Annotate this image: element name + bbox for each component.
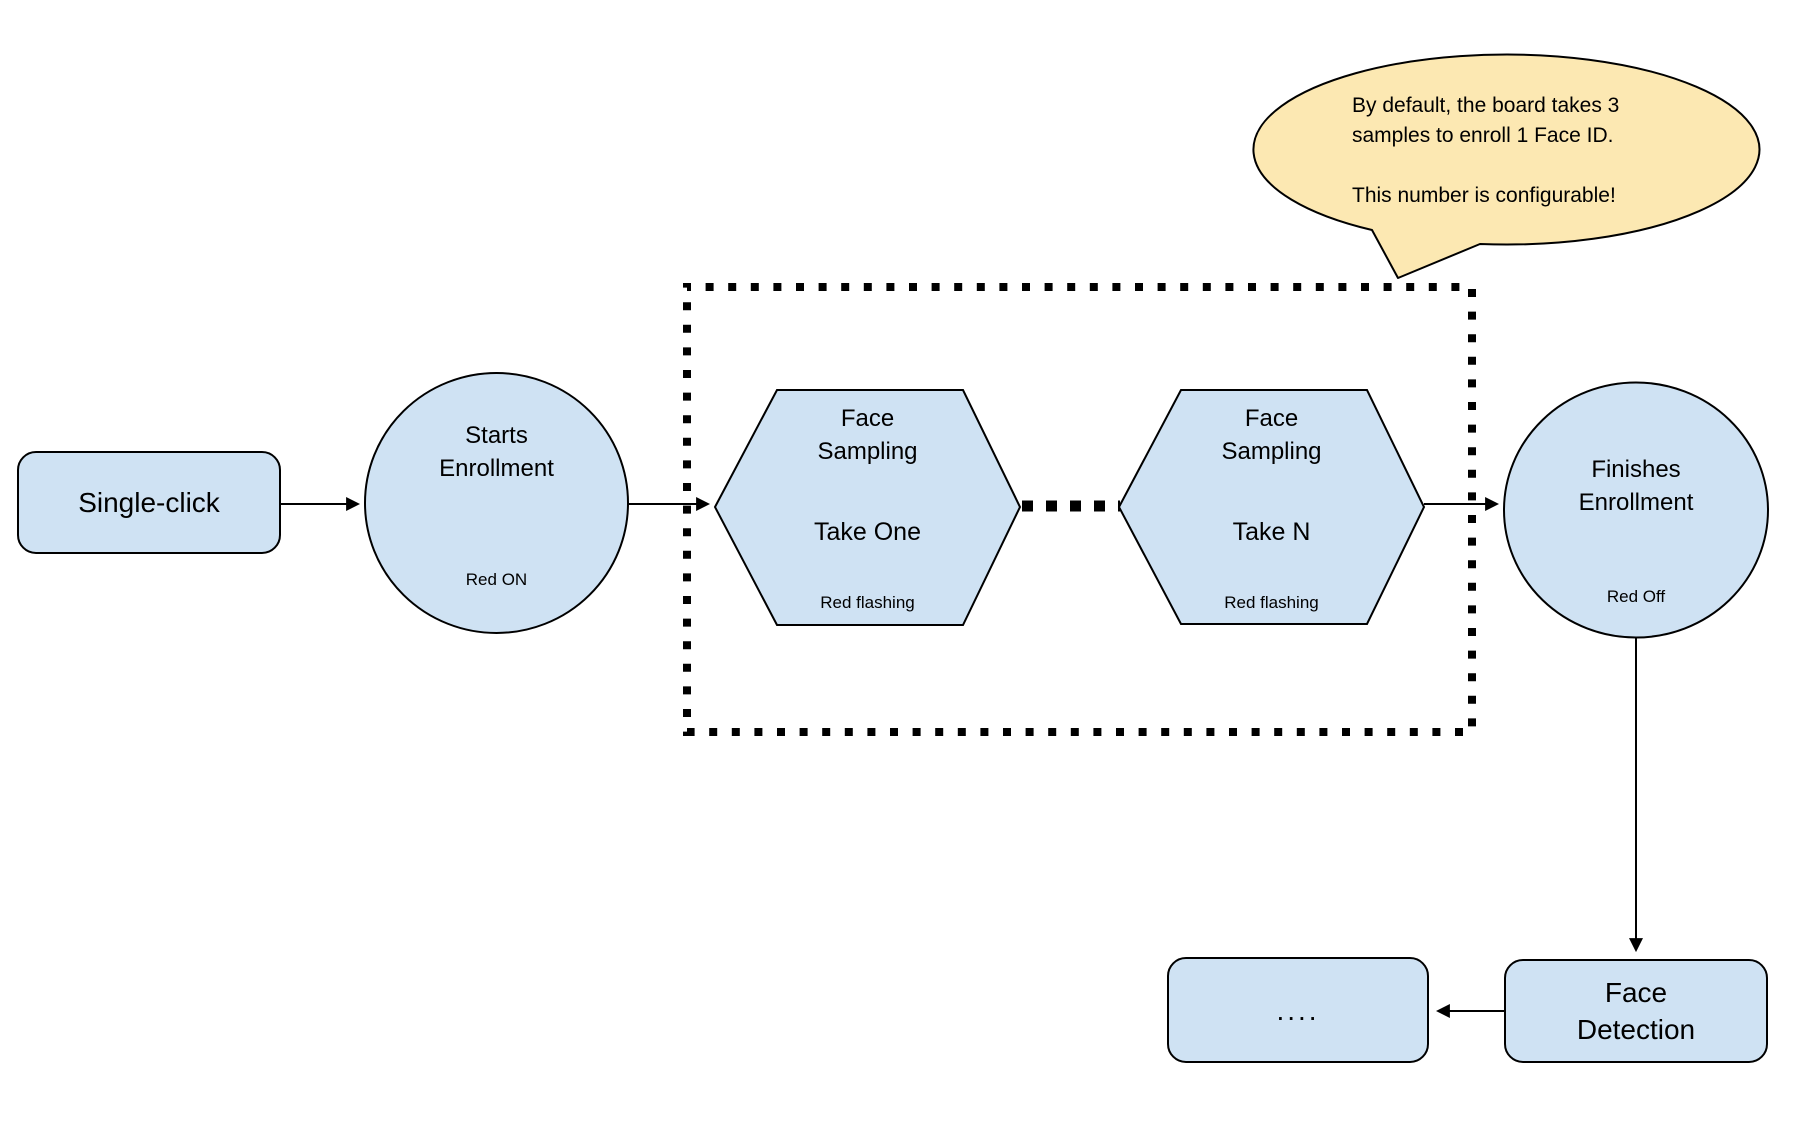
- starts-enrollment-status-label: Red ON: [465, 570, 528, 589]
- face-sampling-one-status-label: Red flashing: [820, 593, 915, 612]
- finishes-enrollment-node-label: Finishes Enrollment: [1578, 456, 1694, 516]
- face-sampling-n-status-label: Red flashing: [1224, 593, 1319, 612]
- continuation-node-label: ....: [1276, 994, 1320, 1026]
- finishes-enrollment-status-label: Red Off: [1606, 587, 1666, 606]
- starts-enrollment-node-shape: [364, 372, 629, 634]
- finishes-enrollment-node-shape: [1503, 381, 1769, 639]
- face-sampling-one-node-label: Face Sampling: [817, 405, 918, 465]
- face-sampling-n-node-label: Face Sampling: [1221, 405, 1322, 465]
- face-detection-node-label: Face Detection: [1576, 977, 1696, 1045]
- sampling-group-dotted-box: [683, 283, 1476, 736]
- starts-enrollment-node-label: Starts Enrollment: [439, 422, 554, 482]
- callout-bubble-shape: [1252, 53, 1761, 279]
- face-sampling-n-take-label: Take N: [1232, 518, 1311, 546]
- continuation-node-shape: [1167, 957, 1429, 1063]
- face-sampling-n-node-shape: [1117, 389, 1426, 625]
- face-sampling-one-take-label: Take One: [813, 518, 921, 546]
- callout-bubble-text: By default, the board takes 3 samples to…: [1352, 94, 1620, 207]
- single-click-node-label: Single-click: [78, 487, 220, 518]
- single-click-node-shape: [17, 451, 281, 554]
- face-sampling-one-node-shape: [713, 389, 1022, 626]
